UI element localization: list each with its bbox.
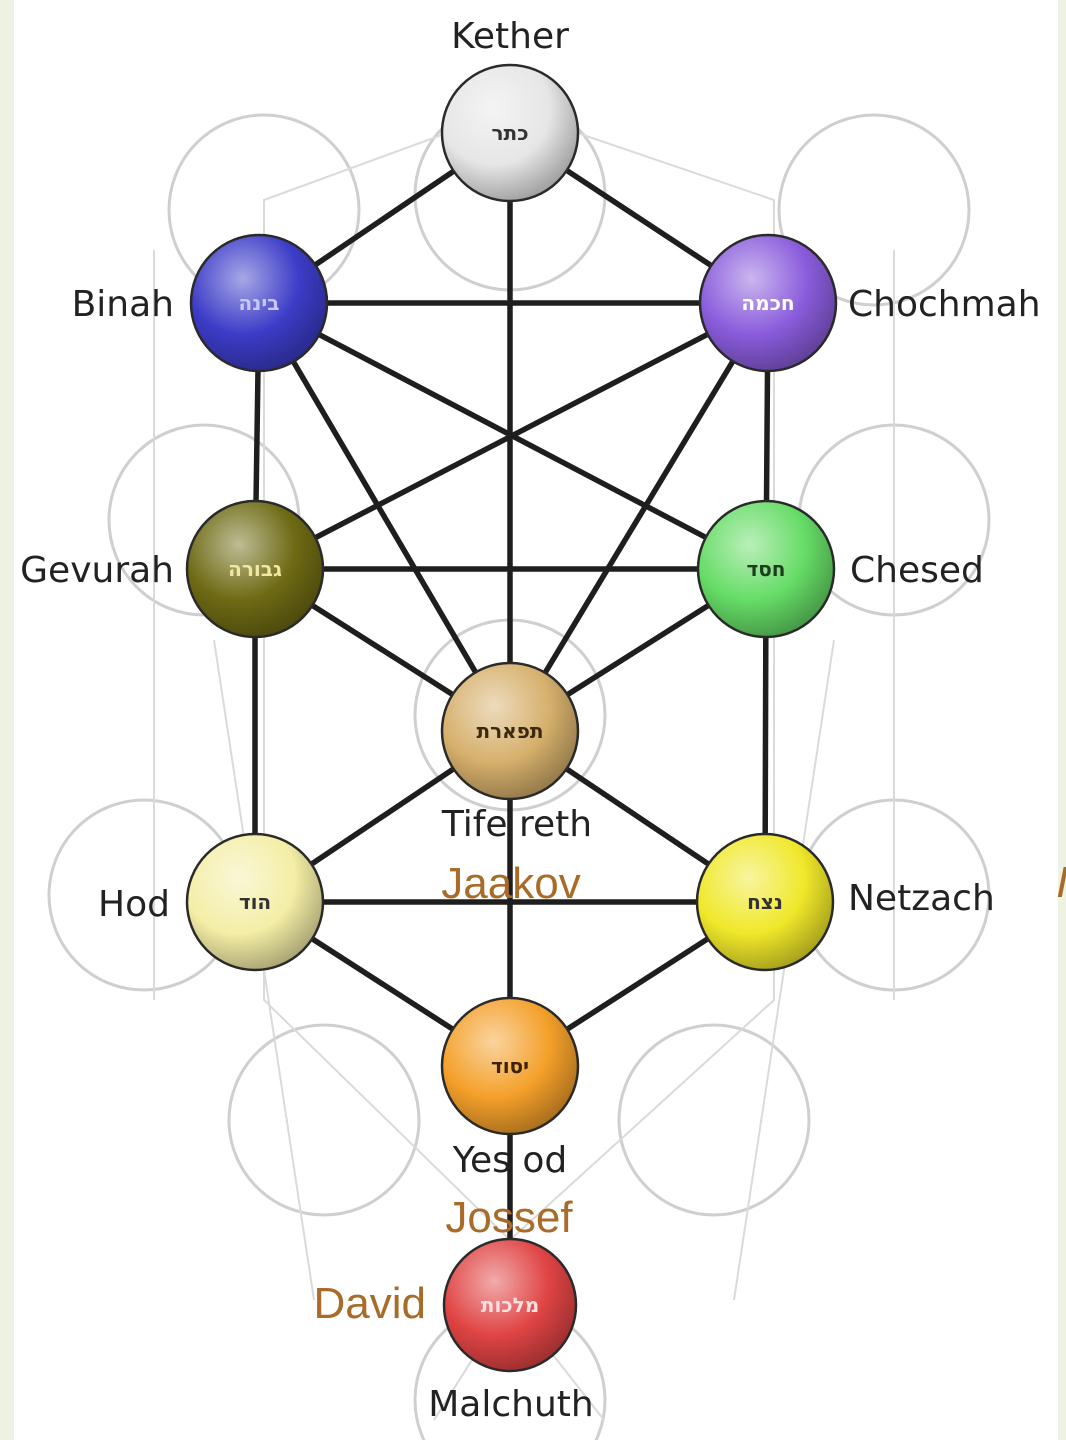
sefirah-name-chesed: Chesed (850, 550, 984, 591)
sefirah-name-binah: Binah (72, 284, 174, 325)
sefirah-name-gevurah: Gevurah (20, 550, 174, 591)
person-label-tiferet: Jaakov (441, 859, 580, 908)
sefirah-hebrew-malchuth: מלכות (481, 1293, 539, 1317)
sefirah-malchuth: מלכות (444, 1239, 576, 1371)
sefirah-name-hod: Hod (98, 884, 170, 925)
sefirah-binah: בינה (191, 235, 327, 371)
sefirah-name-chochmah: Chochmah (848, 284, 1041, 325)
sefirah-name-yesod: Yes od (452, 1140, 567, 1181)
sefirah-chochmah: חכמה (700, 235, 836, 371)
slide-border (1058, 0, 1066, 1440)
sefirah-kether: כתר (442, 65, 578, 201)
sefirah-name-kether: Kether (451, 16, 569, 57)
sefirah-hebrew-yesod: יסוד (491, 1054, 529, 1078)
sefirah-chesed: חסד (698, 501, 834, 637)
sefirah-gevurah: גבורה (187, 501, 323, 637)
sefirah-hebrew-hod: הוד (239, 890, 271, 914)
sefirah-name-malchuth: Malchuth (428, 1384, 593, 1425)
sefirah-hebrew-tiferet: תפארת (476, 719, 543, 743)
sefirah-yesod: יסוד (442, 998, 578, 1134)
sefirah-hebrew-gevurah: גבורה (228, 557, 282, 581)
sefirah-hebrew-chochmah: חכמה (741, 291, 794, 315)
sefirah-hebrew-kether: כתר (491, 121, 528, 145)
sefirah-name-tiferet: Tife reth (441, 804, 592, 845)
sefirah-hebrew-binah: בינה (239, 291, 280, 315)
sefirah-name-netzach: Netzach (848, 878, 995, 919)
person-label-yesod: Jossef (445, 1193, 573, 1242)
sefirah-hebrew-chesed: חסד (746, 557, 785, 581)
person-label-malchuth: David (314, 1279, 427, 1328)
sefirah-hod: הוד (187, 834, 323, 970)
sefirah-netzach: נצח (697, 834, 833, 970)
sefirah-tiferet: תפארת (442, 663, 578, 799)
clipped-text-fragment: I (1056, 858, 1066, 908)
sefirah-hebrew-netzach: נצח (747, 890, 783, 914)
